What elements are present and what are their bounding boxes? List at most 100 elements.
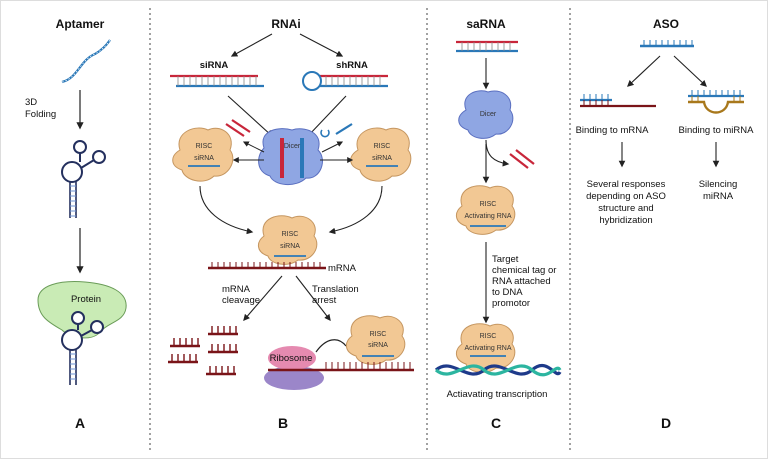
risc-arrest-label: RISC [370, 331, 387, 338]
panel-d-aso: ASO Binding to mRNA Binding to miRNA Sev… [576, 17, 755, 431]
dicer-strand-red [280, 138, 284, 178]
mrna-strand [208, 262, 326, 270]
shrna-label: shRNA [336, 60, 368, 71]
risc-c-top-label: RISC [480, 201, 497, 208]
arrow-sirna-dicer [227, 95, 273, 137]
dicer-enzyme [258, 128, 323, 185]
folding-label-2: Folding [25, 109, 56, 120]
risc-left [172, 127, 234, 182]
arrow-dicer-right-fragment [321, 141, 344, 153]
panel-d-title: ASO [653, 17, 679, 31]
sirna-duplex [170, 74, 264, 88]
sarna-duplex [456, 40, 518, 53]
panel-c-letter: C [491, 415, 501, 431]
arrow-to-shrna [299, 33, 344, 57]
dicer-strand-blue [300, 138, 304, 178]
panel-b-title: RNAi [271, 17, 300, 31]
dicer-c-label: Dicer [480, 111, 497, 118]
target-description: Target chemical tag or RNA attached to D… [492, 254, 556, 309]
risc-left-sirna: siRNA [194, 155, 214, 162]
panel-b-rnai: RNAi siRNA shRNA Dicer [168, 17, 414, 431]
silencing-text: Silencing miRNA [699, 179, 738, 202]
sirna-label: siRNA [200, 60, 229, 71]
risc-c-bottom-label: RISC [480, 333, 497, 340]
panel-a-letter: A [75, 415, 85, 431]
shrna-hairpin [302, 71, 388, 91]
cleaved-fragment-blue [320, 123, 353, 138]
responses-line-4: hybridization [599, 215, 652, 226]
arrow-right-to-center [328, 185, 383, 235]
ribosome-small [268, 346, 316, 370]
nascent-chain [315, 339, 347, 353]
binding-mrna-label: Binding to mRNA [576, 125, 650, 136]
risc-right [350, 127, 412, 182]
panel-d-letter: D [661, 415, 671, 431]
risc-c-top [456, 185, 516, 235]
target-line-1: Target [492, 254, 519, 265]
folded-aptamer [61, 140, 106, 218]
target-line-3: RNA attached [492, 276, 551, 287]
aso-strand [640, 40, 694, 48]
arrow-to-mrna-binding [627, 55, 661, 87]
ribosome-label: Ribosome [270, 353, 313, 364]
arrow-to-mirna-binding [673, 55, 707, 87]
risc-center [258, 215, 318, 265]
dicer-c [458, 90, 514, 139]
panel-a-aptamer: Aptamer 3D Folding Protein [25, 17, 127, 431]
responses-text: Several responses depending on ASO struc… [586, 179, 666, 226]
responses-line-1: Several responses [587, 179, 666, 190]
protein-label: Protein [71, 294, 101, 305]
risc-right-sirna: siRNA [372, 155, 392, 162]
bound-aptamer [61, 311, 104, 385]
arrow-shrna-dicer [307, 95, 347, 137]
dna-strand-teal [434, 364, 562, 377]
target-line-2: chemical tag or [492, 265, 556, 276]
arrow-to-cleavage [243, 275, 283, 321]
cleavage-label-1: mRNA [222, 284, 251, 295]
sarna-fragment [509, 149, 535, 169]
risc-right-label: RISC [374, 143, 391, 150]
responses-line-3: structure and [598, 203, 653, 214]
transcription-label: Actiavating transcription [447, 389, 548, 400]
aptamer-strand [61, 39, 111, 84]
dicer-label: Dicer [284, 143, 301, 150]
target-line-4: to DNA [492, 287, 523, 298]
cleaved-mrna-fragments [168, 326, 238, 376]
target-line-5: promotor [492, 298, 530, 309]
aso-mirna-complex [688, 90, 744, 114]
arrest-label-2: arrest [312, 295, 337, 306]
panel-c-sarna: saRNA Dicer RISC Activating RNA Target c… [434, 17, 562, 431]
silencing-line-2: miRNA [703, 191, 734, 202]
panel-c-title: saRNA [466, 17, 506, 31]
arrest-label-1: Translation [312, 284, 359, 295]
binding-mirna-label: Binding to miRNA [679, 125, 755, 136]
panel-b-letter: B [278, 415, 288, 431]
risc-left-label: RISC [196, 143, 213, 150]
arrow-dicer-fragment-c [485, 139, 510, 167]
risc-c-bottom [456, 323, 516, 373]
risc-c-bottom-activating: Activating RNA [464, 345, 511, 352]
arrow-dicer-left-fragment [242, 141, 265, 153]
responses-line-2: depending on ASO [586, 191, 666, 202]
ribosome-large [264, 366, 324, 390]
folding-label-1: 3D [25, 97, 37, 108]
mrna-label: mRNA [328, 263, 357, 274]
risc-center-label: RISC [282, 231, 299, 238]
mrna-arrest-strand [268, 362, 414, 372]
arrow-to-arrest [295, 275, 331, 322]
cleaved-fragment-red [225, 119, 251, 137]
cleavage-label-2: cleavage [222, 295, 260, 306]
risc-center-sirna: siRNA [280, 243, 300, 250]
aso-mrna-complex [580, 94, 656, 108]
risc-c-top-activating: Activating RNA [464, 213, 511, 220]
protein-shape [37, 281, 127, 339]
risc-arrest-sirna: siRNA [368, 342, 388, 349]
arrow-to-sirna [230, 33, 273, 57]
silencing-line-1: Silencing [699, 179, 738, 190]
risc-arrest [346, 315, 406, 365]
panel-a-title: Aptamer [56, 17, 105, 31]
arrow-left-to-center [199, 185, 254, 235]
